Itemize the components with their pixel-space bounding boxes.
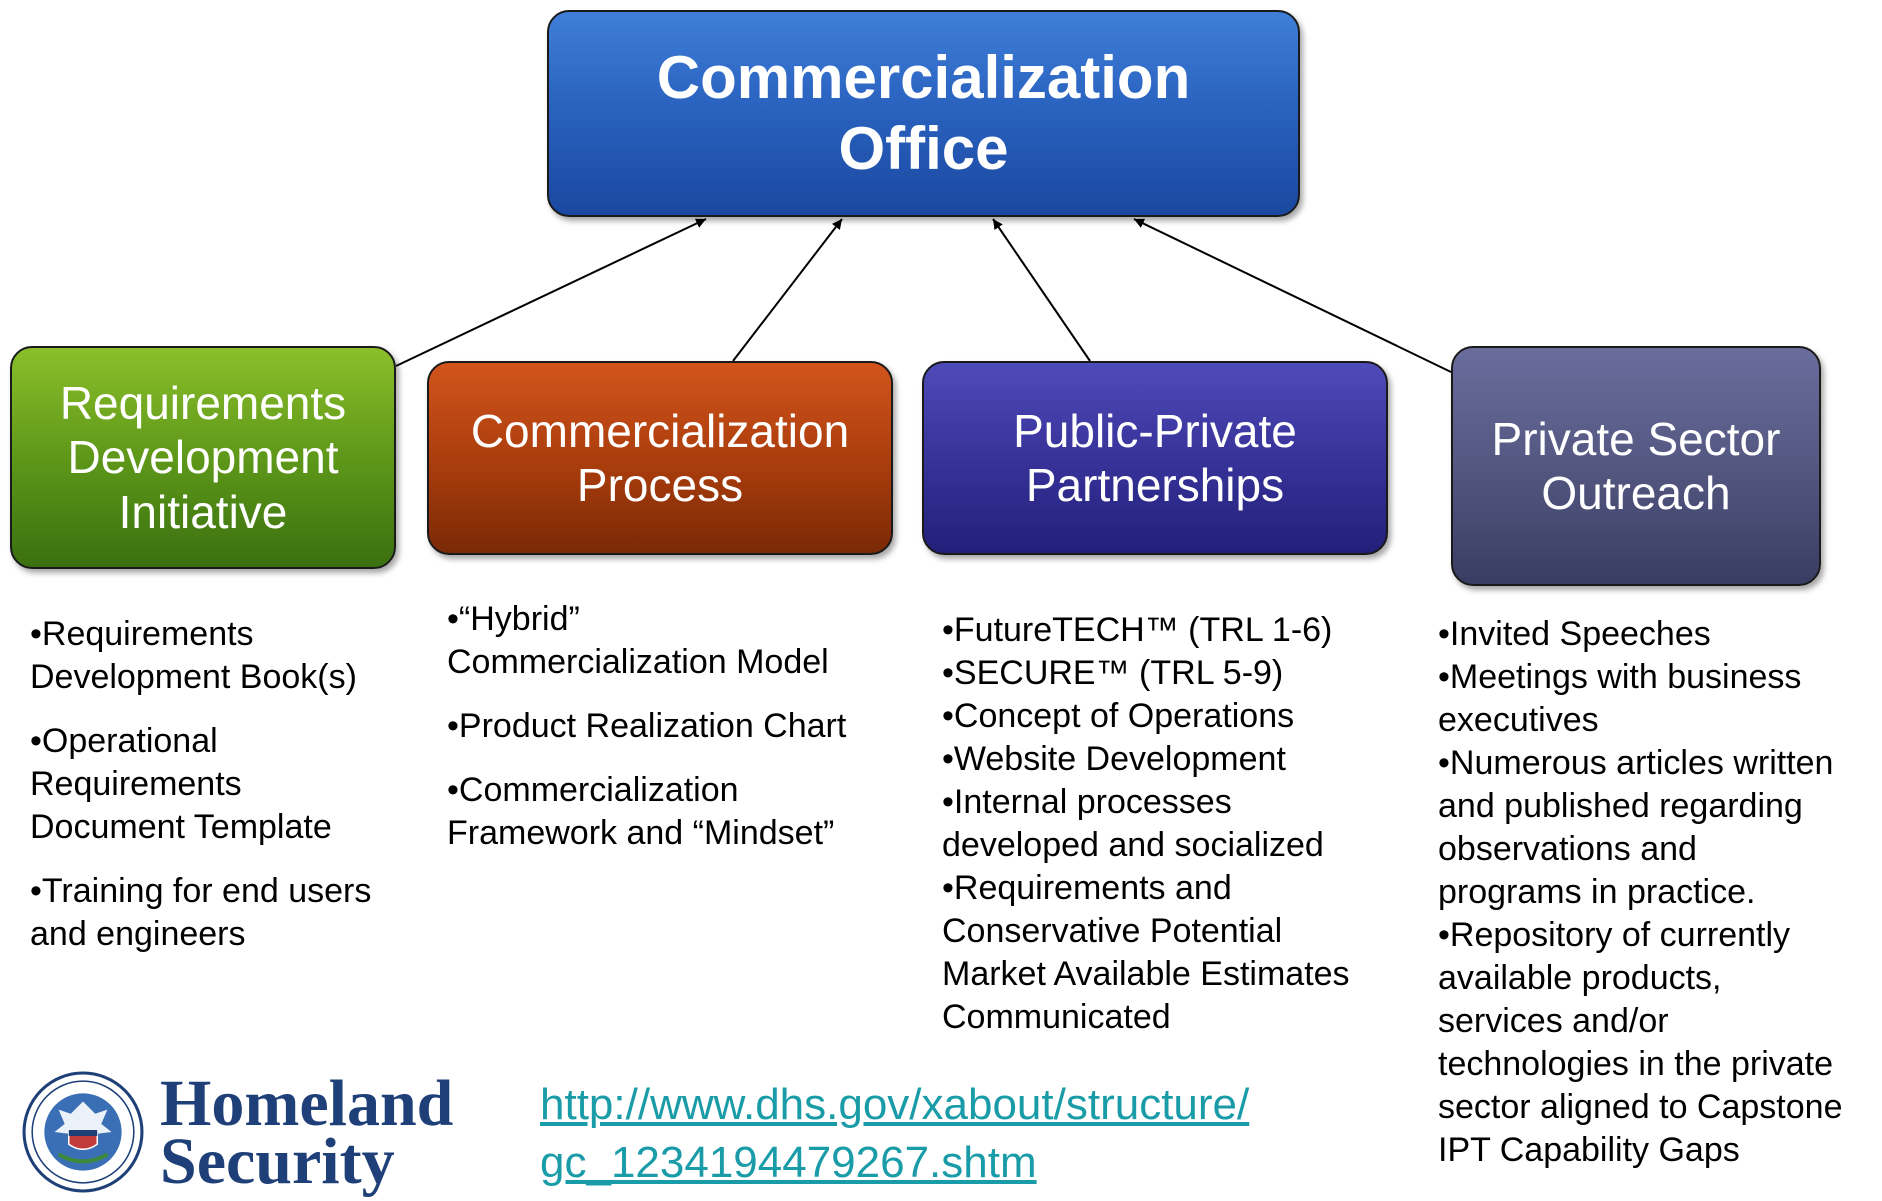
box-line: Process	[576, 459, 744, 511]
bullet-line: Commercialization Model	[447, 643, 829, 681]
box-line: Development	[67, 431, 339, 484]
bullet-item: •Requirements Development Book(s)	[30, 613, 420, 699]
bullet-line: •Requirements and	[942, 869, 1232, 907]
bullet-item: •Training for end users and engineers	[30, 870, 420, 956]
box-line: Initiative	[118, 485, 288, 538]
bullet-item: •Website Development	[942, 738, 1412, 781]
bullet-item: •SECURE™ (TRL 5-9)	[942, 652, 1412, 695]
bullet-line: •Concept of Operations	[942, 697, 1295, 735]
bullet-line: Market Available Estimates	[942, 955, 1350, 993]
bullet-line: Document Template	[30, 808, 332, 846]
bullet-item: •Requirements and Conservative Potential…	[942, 867, 1412, 1039]
bullet-item: •Product Realization Chart	[447, 705, 917, 748]
bullet-line: Conservative Potential	[942, 912, 1283, 950]
dhs-seal-icon	[22, 1071, 144, 1193]
commercialization-office-box: Commercialization Office	[547, 10, 1300, 217]
bullet-line: available products,	[1438, 959, 1722, 997]
bullet-item: •Meetings with business executives	[1438, 656, 1882, 742]
bullet-line: sector aligned to Capstone	[1438, 1088, 1843, 1126]
bullet-item: •“Hybrid” Commercialization Model	[447, 598, 917, 684]
bullet-line: services and/or	[1438, 1002, 1669, 1040]
box-line: Private Sector	[1491, 412, 1781, 465]
private-sector-outreach-box: Private Sector Outreach	[1451, 346, 1821, 586]
bullet-item: •Operational Requirements Document Templ…	[30, 720, 420, 849]
top-box-line: Office	[838, 114, 1009, 182]
bullet-line: Development Book(s)	[30, 658, 357, 696]
bullet-item: •FutureTECH™ (TRL 1-6)	[942, 609, 1412, 652]
logo-line: Homeland	[160, 1067, 454, 1140]
bullet-line: •Training for end users	[30, 872, 372, 910]
box-line: Partnerships	[1025, 459, 1285, 511]
requirements-development-initiative-box: Requirements Development Initiative	[10, 346, 396, 569]
partnerships-bullet-list: •FutureTECH™ (TRL 1-6) •SECURE™ (TRL 5-9…	[942, 609, 1412, 1039]
bullet-line: •Invited Speeches	[1438, 615, 1711, 653]
bullet-line: and engineers	[30, 915, 246, 953]
bullet-line: •Product Realization Chart	[447, 707, 847, 745]
box-line: Commercialization	[470, 404, 850, 457]
bullet-line: observations and	[1438, 830, 1697, 868]
arrow-outreach-to-office	[1133, 218, 1452, 373]
bullet-line: and published regarding	[1438, 787, 1803, 825]
box-line: Public-Private	[1013, 404, 1297, 457]
bullet-line: •SECURE™ (TRL 5-9)	[942, 654, 1284, 692]
link-line[interactable]: http://www.dhs.gov/xabout/structure/	[540, 1080, 1250, 1129]
bullet-line: •“Hybrid”	[447, 600, 580, 638]
bullet-item: •Commercialization Framework and “Mindse…	[447, 769, 917, 855]
bullet-line: programs in practice.	[1438, 873, 1756, 911]
bullet-line: •FutureTECH™ (TRL 1-6)	[942, 611, 1333, 649]
bullet-item: •Invited Speeches	[1438, 613, 1882, 656]
arrow-process-to-office	[732, 218, 843, 362]
bullet-line: Communicated	[942, 998, 1171, 1036]
homeland-security-logo: Homeland Security	[22, 1065, 462, 1201]
bullet-line: •Operational	[30, 722, 218, 760]
commercialization-process-box: Commercialization Process	[427, 361, 893, 555]
bullet-line: executives	[1438, 701, 1599, 739]
bullet-line: •Repository of currently	[1438, 916, 1791, 954]
requirements-bullet-list: •Requirements Development Book(s) •Opera…	[30, 613, 420, 977]
dhs-structure-link[interactable]: http://www.dhs.gov/xabout/structure/ gc_…	[540, 1076, 1249, 1192]
bullet-line: •Website Development	[942, 740, 1286, 778]
bullet-line: developed and socialized	[942, 826, 1324, 864]
arrow-partnerships-to-office	[992, 218, 1091, 362]
bullet-line: Requirements	[30, 765, 242, 803]
arrow-requirements-to-office	[395, 218, 707, 367]
public-private-partnerships-box: Public-Private Partnerships	[922, 361, 1388, 555]
bullet-line: •Requirements	[30, 615, 254, 653]
logo-line: Security	[160, 1125, 395, 1198]
bullet-line: •Internal processes	[942, 783, 1232, 821]
bullet-line: technologies in the private	[1438, 1045, 1834, 1083]
bullet-line: IPT Capability Gaps	[1438, 1131, 1740, 1169]
bullet-line: •Commercialization	[447, 771, 739, 809]
top-box-line: Commercialization	[656, 43, 1191, 111]
bullet-item: •Numerous articles written and published…	[1438, 742, 1882, 914]
bullet-line: Framework and “Mindset”	[447, 814, 835, 852]
bullet-line: •Numerous articles written	[1438, 744, 1834, 782]
process-bullet-list: •“Hybrid” Commercialization Model •Produ…	[447, 598, 917, 876]
bullet-item: •Internal processes developed and social…	[942, 781, 1412, 867]
bullet-item: •Concept of Operations	[942, 695, 1412, 738]
box-line: Requirements	[59, 377, 347, 430]
box-line: Outreach	[1541, 467, 1731, 519]
outreach-bullet-list: •Invited Speeches •Meetings with busines…	[1438, 613, 1882, 1172]
bullet-line: •Meetings with business	[1438, 658, 1802, 696]
bullet-item: •Repository of currently available produ…	[1438, 914, 1882, 1172]
logo-wordmark: Homeland Security	[160, 1067, 454, 1198]
link-line[interactable]: gc_1234194479267.shtm	[540, 1138, 1037, 1187]
